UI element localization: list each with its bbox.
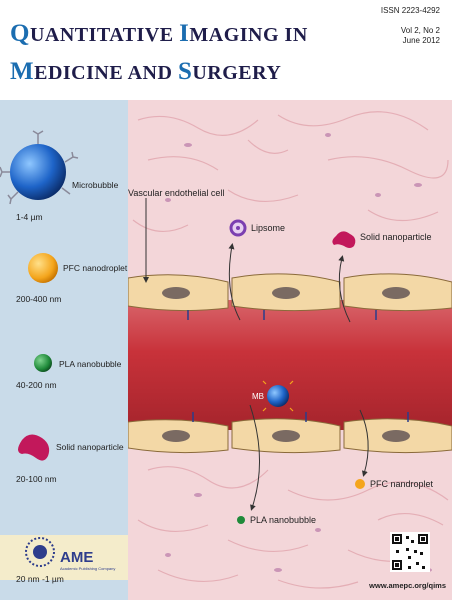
- legend-label-pfc: PFC nanodroplet: [63, 263, 128, 273]
- solid-nanoparticle-icon: [18, 434, 50, 461]
- ame-logo: AME Academic Publishing Company: [0, 535, 128, 580]
- pla-nanobubble-icon: [34, 354, 52, 372]
- nuclei-bottom: [162, 430, 410, 442]
- legend-size-pfc: 200-400 nm: [16, 294, 62, 304]
- mb-microbubble-icon: [267, 385, 289, 407]
- journal-title-line1: QUANTITATIVE IMAGING IN: [10, 20, 308, 47]
- solid-nanoparticle-label: Solid nanoparticle: [360, 232, 432, 242]
- issn: ISSN 2223-4292: [380, 6, 440, 15]
- pfc-nanodroplet-icon: [28, 253, 58, 283]
- vascular-endothelial-label: Vascular endothelial cell: [128, 188, 224, 198]
- legend-label-pla: PLA nanobubble: [59, 359, 122, 369]
- volume: Vol 2, No 2: [400, 26, 440, 35]
- arrows: [143, 198, 369, 511]
- blood-vessel-lumen: [128, 300, 452, 430]
- tissue-fibers: [132, 111, 449, 589]
- mb-sparkles: [262, 380, 294, 412]
- microbubble-icon: [0, 130, 79, 205]
- qr-code: [390, 532, 430, 572]
- issue-date: June 2012: [402, 36, 440, 45]
- pla-label: PLA nanobubble: [250, 515, 316, 525]
- nuclei-top: [162, 287, 410, 299]
- pfc-label: PFC nandroplet: [370, 479, 434, 489]
- legend-size-pla: 40-200 nm: [16, 380, 57, 390]
- pfc-diagram-icon: [355, 479, 365, 489]
- ame-logo-tagline: Academic Publishing Company: [60, 566, 115, 571]
- vessel-diagram: Vascular endothelial cell Lipsome Solid …: [127, 100, 452, 600]
- legend-size-solid: 20-100 nm: [16, 474, 57, 484]
- cover-header: QUANTITATIVE IMAGING IN MEDICINE AND SUR…: [0, 0, 452, 100]
- particle-legend-sidebar: AME Academic Publishing Company Microbub…: [0, 100, 128, 600]
- receptors: [187, 310, 409, 422]
- ame-logo-text: AME: [60, 549, 93, 566]
- solid-nanoparticle-diagram-icon: [332, 231, 356, 248]
- legend-label-microbubble: Microbubble: [72, 180, 119, 190]
- journal-title-line2: MEDICINE AND SURGERY: [10, 58, 282, 85]
- liposome-label: Lipsome: [251, 223, 285, 233]
- pla-diagram-icon: [237, 516, 245, 524]
- legend-size-microbubble: 1-4 µm: [16, 212, 43, 222]
- vessel-illustration: Vascular endothelial cell Lipsome Solid …: [127, 100, 452, 600]
- legend-icons: AME Academic Publishing Company: [0, 130, 128, 580]
- legend-label-solid: Solid nanoparticle: [56, 442, 124, 452]
- journal-url: www.amepc.org/qims: [369, 581, 446, 590]
- mb-label: MB: [252, 392, 264, 401]
- legend-size-liposome: 20 nm -1 µm: [16, 574, 64, 584]
